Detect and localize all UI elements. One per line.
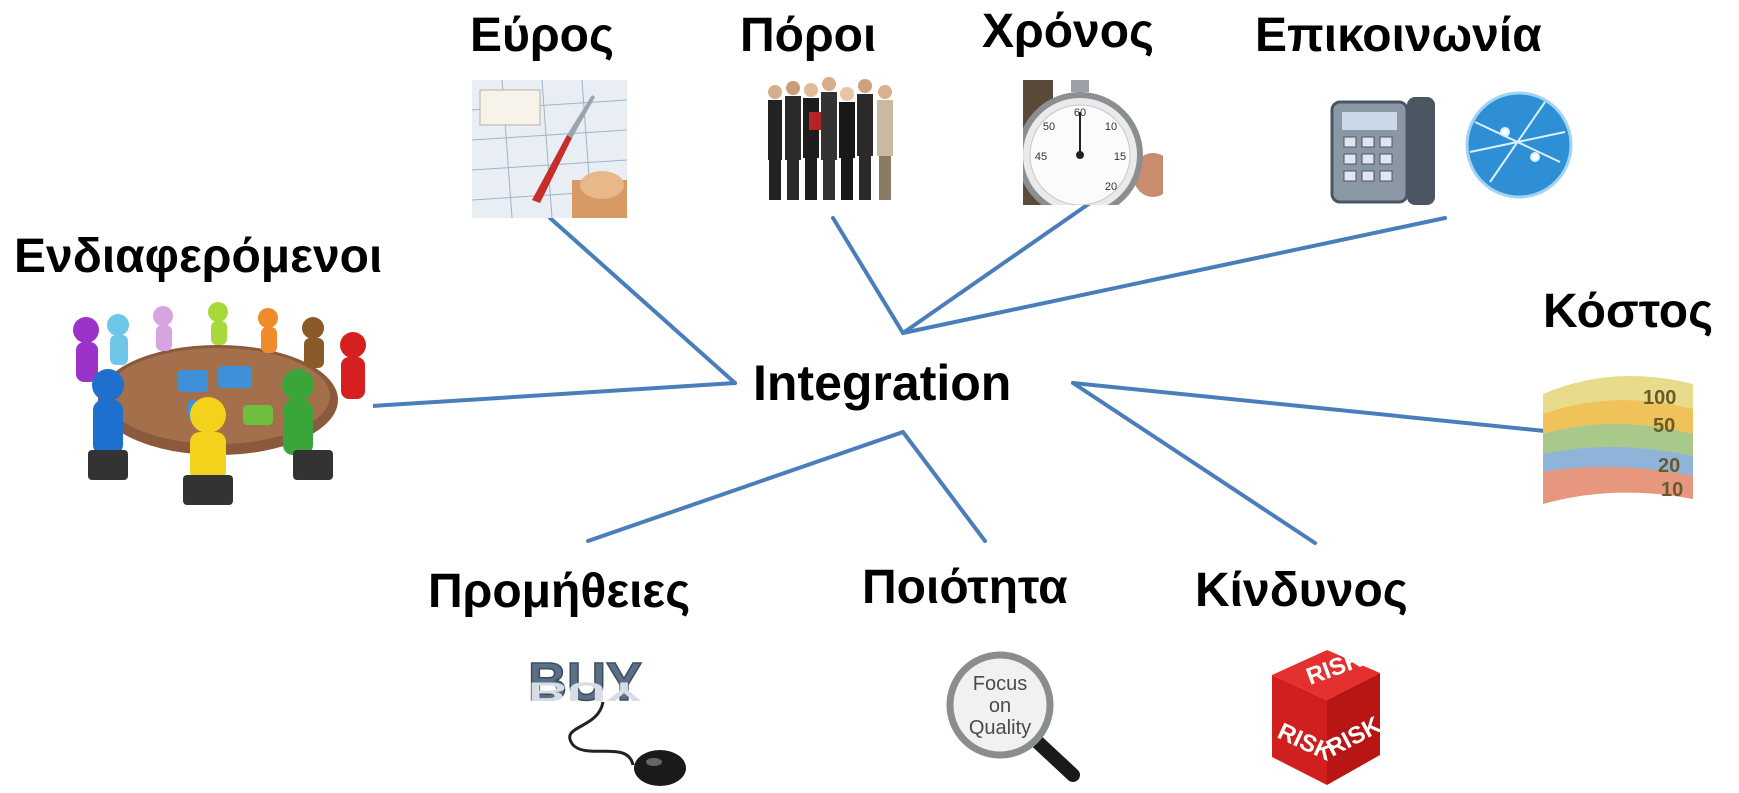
svg-text:20: 20	[1105, 181, 1117, 193]
node-label-quality: Ποιότητα	[862, 561, 1068, 614]
connector-cost	[1071, 381, 1547, 433]
node-label-risk: Κίνδυνος	[1195, 564, 1408, 617]
connector-time	[901, 201, 1092, 335]
buy-mouse-icon: BUY BUY	[498, 640, 708, 790]
svg-text:50: 50	[1653, 415, 1675, 437]
svg-text:45: 45	[1035, 151, 1047, 163]
blueprint-icon	[472, 80, 627, 218]
svg-text:BUY: BUY	[528, 676, 642, 706]
phone-and-globe-icon	[1290, 82, 1580, 207]
business-team-icon	[763, 72, 903, 204]
svg-text:20: 20	[1658, 455, 1680, 477]
quality-text-3: Quality	[969, 717, 1031, 739]
center-label: Integration	[753, 355, 1012, 411]
connector-risk	[1071, 381, 1317, 545]
magnifier-icon: Focus on Quality	[945, 650, 1080, 785]
node-label-time: Χρόνος	[982, 5, 1155, 58]
quality-text-1: Focus	[973, 673, 1027, 695]
risk-cube-icon: RISK RISK RISK	[1252, 645, 1392, 790]
connector-quality	[901, 430, 987, 543]
node-label-resources: Πόροι	[740, 9, 877, 62]
connector-resources	[831, 216, 905, 335]
node-label-procurement: Προμήθειες	[428, 565, 691, 618]
quality-text-2: on	[989, 695, 1011, 717]
svg-text:10: 10	[1661, 479, 1683, 501]
svg-text:10: 10	[1105, 121, 1117, 133]
node-label-cost: Κόστος	[1543, 285, 1714, 338]
connector-communication	[901, 216, 1447, 335]
buy-text: BUY	[528, 652, 642, 712]
svg-text:100: 100	[1643, 387, 1676, 409]
svg-text:50: 50	[1043, 121, 1055, 133]
connector-scope	[548, 216, 737, 385]
connector-procurement	[586, 430, 905, 543]
node-label-communication: Επικοινωνία	[1255, 9, 1542, 62]
connector-stakeholders	[370, 381, 737, 408]
meeting-table-icon	[68, 300, 373, 510]
svg-text:15: 15	[1114, 151, 1126, 163]
node-label-stakeholders: Ενδιαφερόμενοι	[14, 230, 383, 283]
node-label-scope: Εύρος	[470, 9, 614, 62]
